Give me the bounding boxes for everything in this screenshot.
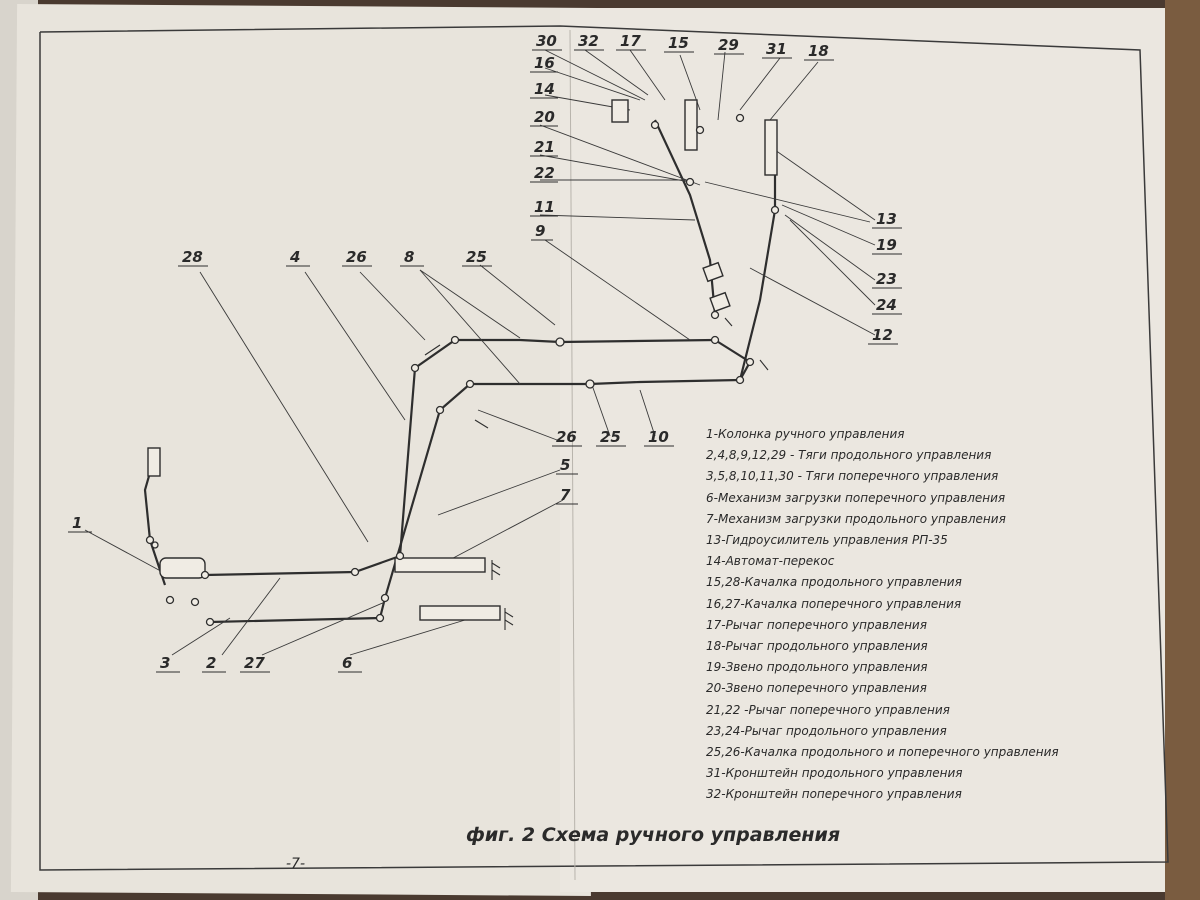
page-fold-line <box>569 29 576 881</box>
label-20: 20 <box>534 108 555 126</box>
label-2: 2 <box>206 654 216 672</box>
label-31: 31 <box>766 40 787 58</box>
loading-mechanism-7 <box>394 557 486 573</box>
label-10: 10 <box>648 428 669 446</box>
control-column-base <box>159 557 206 579</box>
loading-mechanism-6 <box>419 605 501 621</box>
legend-item: 7-Механизм загрузки продольного управлен… <box>706 511 1006 526</box>
label-25-top: 25 <box>466 248 487 266</box>
control-column-grip <box>147 447 161 477</box>
label-23: 23 <box>876 270 897 288</box>
label-30: 30 <box>536 32 557 50</box>
lever-block-2 <box>709 291 731 313</box>
bracket-32 <box>611 99 629 123</box>
label-12: 12 <box>872 326 893 344</box>
label-1: 1 <box>72 514 82 532</box>
right-page <box>560 8 1165 892</box>
label-21: 21 <box>534 138 555 156</box>
label-5: 5 <box>560 456 570 474</box>
legend: 1-Колонка ручного управления 2,4,8,9,12,… <box>706 424 1106 806</box>
label-15: 15 <box>668 34 689 52</box>
label-29: 29 <box>718 36 739 54</box>
legend-item: 25,26-Качалка продольного и поперечного … <box>706 745 1059 760</box>
legend-item: 20-Звено поперечного управления <box>706 681 927 696</box>
legend-item: 19-Звено продольного управления <box>706 660 928 675</box>
legend-item: 13-Гидроусилитель управления РП-35 <box>706 533 948 548</box>
label-8: 8 <box>404 248 414 266</box>
rod-9-11 <box>654 119 717 316</box>
legend-item: 14-Автомат-перекос <box>706 554 835 569</box>
legend-item: 15,28-Качалка продольного управления <box>706 575 962 590</box>
hydraulic-booster-13 <box>764 119 778 176</box>
legend-item: 3,5,8,10,11,30 - Тяги поперечного управл… <box>706 469 999 484</box>
label-26-right: 26 <box>556 428 577 446</box>
label-28: 28 <box>182 248 203 266</box>
legend-item: 23,24-Рычаг продольного управления <box>706 723 947 738</box>
rod-longitudinal-upper <box>204 338 716 577</box>
legend-item: 21,22 -Рычаг поперечного управления <box>706 702 950 717</box>
label-19: 19 <box>876 236 897 254</box>
legend-item: 17-Рычаг поперечного управления <box>706 617 927 632</box>
label-16: 16 <box>534 54 555 72</box>
legend-item: 6-Механизм загрузки поперечного управлен… <box>706 490 1006 505</box>
label-17: 17 <box>620 32 641 50</box>
control-rods <box>143 119 777 624</box>
ground-hatches <box>424 317 769 630</box>
legend-item: 1-Колонка ручного управления <box>706 427 905 441</box>
label-11: 11 <box>534 198 555 216</box>
pivot-joints <box>145 113 780 627</box>
label-26-top: 26 <box>346 248 367 266</box>
label-22: 22 <box>534 164 555 182</box>
legend-item: 31-Кронштейн продольного управления <box>706 766 963 781</box>
legend-item: 16,27-Качалка поперечного управления <box>706 596 962 611</box>
label-6: 6 <box>342 654 352 672</box>
label-14: 14 <box>534 80 555 98</box>
part-labels: 1 3 2 27 6 28 4 26 8 25 26 25 10 5 7 9 1… <box>68 32 902 673</box>
hydraulic-booster-left <box>684 99 698 151</box>
lever-block-1 <box>702 261 724 283</box>
label-4: 4 <box>289 248 300 266</box>
figure-caption: фиг. 2 Схема ручного управления <box>466 824 841 846</box>
label-24: 24 <box>876 296 897 314</box>
label-18: 18 <box>808 42 829 60</box>
label-9: 9 <box>535 222 545 240</box>
label-25-bottom: 25 <box>600 428 621 446</box>
page-frame <box>39 25 1169 871</box>
legend-item: 32-Кронштейн поперечного управления <box>706 787 962 802</box>
label-13: 13 <box>876 210 897 228</box>
label-3: 3 <box>160 654 170 672</box>
background-edge-right <box>1165 0 1200 900</box>
legend-item: 18-Рычаг продольного управления <box>706 639 928 654</box>
page-number: -7- <box>286 856 306 872</box>
label-7: 7 <box>560 486 571 504</box>
label-32: 32 <box>578 32 599 50</box>
mechanisms <box>147 99 778 621</box>
legend-item: 2,4,8,9,12,29 - Тяги продольного управле… <box>706 448 992 463</box>
label-27: 27 <box>244 654 265 672</box>
